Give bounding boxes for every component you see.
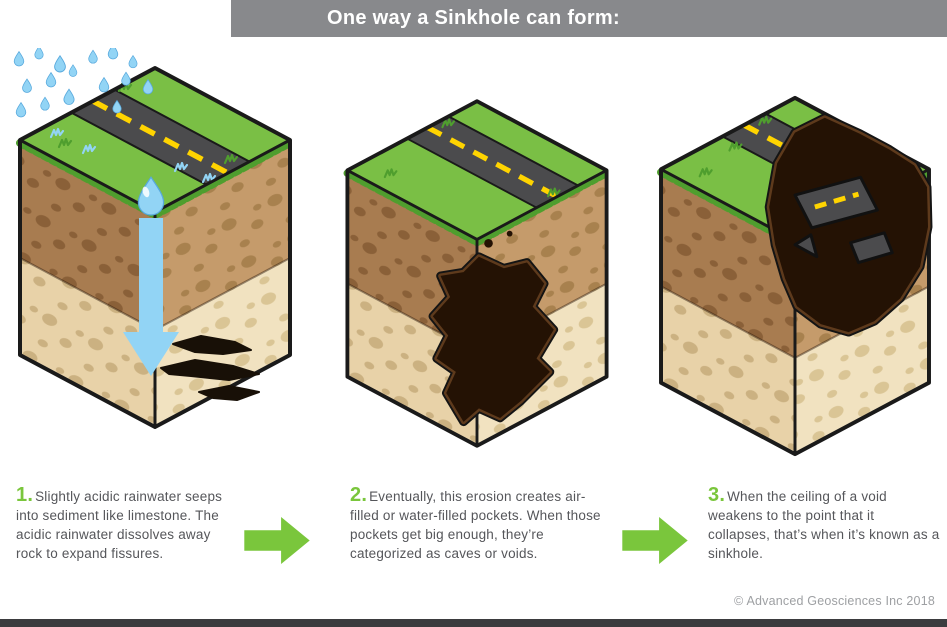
step-2-text: Eventually, this erosion creates air-fil… [350,489,601,561]
step-2: 2.Eventually, this erosion creates air-f… [350,484,602,563]
fissure-cracks-icon [160,335,260,401]
underground-void-icon [433,230,554,422]
collapsed-road-slab [793,175,894,265]
step-3-number: 3. [708,484,726,506]
water-seep-arrow-icon [123,218,179,376]
water-drop-icon [137,176,165,217]
void-dot [484,238,493,248]
header-bar [231,0,947,37]
step-2-number: 2. [350,484,368,506]
stage-2-illustration [343,99,611,448]
step-1-text: Slightly acidic rainwater seeps into sed… [16,489,223,561]
step-arrow-1-icon [244,517,310,564]
copyright-text: © Advanced Geosciences Inc 2018 [734,594,935,608]
step-arrow-2-icon [622,517,688,564]
bottom-edge-bar [0,619,947,627]
step-3-text: When the ceiling of a void weakens to th… [708,489,940,561]
step-1: 1.Slightly acidic rainwater seeps into s… [16,484,238,563]
step-3: 3.When the ceiling of a void weakens to … [708,484,940,563]
stage-3-illustration [657,95,933,457]
void-dot [506,230,513,237]
stage-1-illustration [13,48,294,429]
step-1-number: 1. [16,484,34,506]
sinkhole-void-icon [769,118,928,332]
page-title: One way a Sinkhole can form: [327,7,620,29]
